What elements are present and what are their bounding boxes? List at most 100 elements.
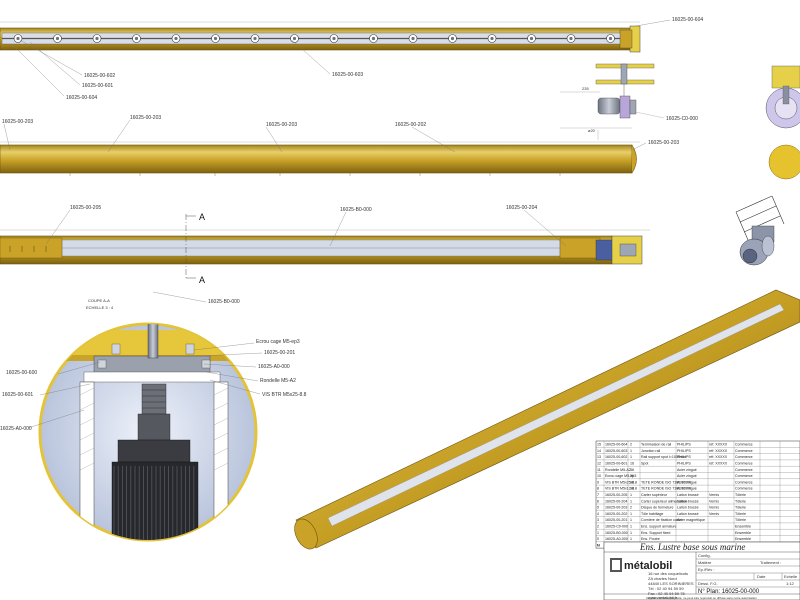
- bom-cell: Commerce: [735, 468, 753, 472]
- bom-cell: Commerce: [735, 449, 753, 453]
- company-address-2: ZA charles Nord: [648, 576, 677, 581]
- bom-cell: 16025-A0-000: [605, 537, 628, 541]
- label-section-16025-A0-000: 16025-A0-000: [258, 364, 290, 370]
- dim-235: 235: [582, 86, 589, 91]
- bom-cell: Tôlerie: [735, 512, 746, 516]
- bom-cell: 36: [630, 474, 634, 478]
- bom-cell: Terminaison de rail: [641, 443, 671, 447]
- bom-cell: 16: [630, 462, 634, 466]
- bom-cell: Acier zingué: [677, 487, 697, 491]
- bom-cell: 1: [630, 525, 632, 529]
- company-phone: Tél : 02 40 94 59 59: [648, 586, 684, 591]
- bom-cell: Rondelle M5-A2: [605, 468, 631, 472]
- leaders-view3: [45, 209, 567, 247]
- label-16025-00-205: 16025-00-205: [70, 205, 101, 211]
- bom-cell: Ens. support armature: [641, 525, 677, 529]
- bom-cell: Tôlerie: [735, 499, 746, 503]
- bom-cell: Tôle habillage: [641, 512, 663, 516]
- spot-lens: [450, 36, 455, 41]
- bom-cell: 6: [597, 499, 599, 503]
- spot-lens: [16, 36, 20, 41]
- section-line-a: [185, 214, 196, 280]
- bom-cell: Ensemble: [735, 537, 751, 541]
- bom-cell: Ensemble: [735, 525, 751, 529]
- spot-lens: [411, 36, 415, 41]
- bom-cell: Acier zingué: [677, 480, 697, 484]
- label-16025-C0-000: 16025-C0-000: [666, 116, 698, 122]
- bom-cell: 16025-B0-000: [605, 531, 628, 535]
- iso-support: [735, 195, 785, 266]
- label-section-16025-00-600: 16025-00-600: [6, 370, 37, 376]
- bom-cell: 8: [597, 487, 599, 491]
- leaders-view1: [11, 19, 671, 97]
- label-vis-btr: VIS BTR M5x25-8.8: [262, 392, 307, 398]
- label-16025-00-601: 16025-00-601: [82, 83, 113, 89]
- bom-cell: 16025-00-602: [605, 455, 627, 459]
- bom-cell: 14: [597, 449, 601, 453]
- bom-cell: 7: [597, 493, 599, 497]
- spot-lens: [292, 36, 297, 41]
- label-section-16025-00-601: 16025-00-601: [2, 392, 33, 398]
- title-block: Ens. Lustre base sous marine métalobil 1…: [603, 541, 800, 600]
- bom-cell: 1: [630, 518, 632, 522]
- bom-cell: 1: [630, 455, 632, 459]
- label-section-16025-00-201: 16025-00-201: [264, 350, 295, 356]
- label-ecrou-cage: Ecrou cage M5-ep3: [256, 339, 300, 345]
- label-16025-00-203-right: 16025-00-203: [648, 140, 679, 146]
- bom-cell: Commerce: [735, 480, 753, 484]
- bom-cell: 12: [597, 462, 601, 466]
- bom-cell: 16025-00-204: [605, 499, 627, 503]
- label-16025-00-604-top: 16025-00-604: [672, 17, 703, 23]
- bom-cell: 16025-00-203: [605, 506, 627, 510]
- bom-cell: 1: [630, 449, 632, 453]
- field-traitement: Traitement :: [760, 560, 781, 565]
- bom-cell: Commerce: [735, 443, 753, 447]
- section-a-a-detail: COUPE A-A ECHELLE 3 : 4: [0, 291, 307, 542]
- bom-cell: TETE RONDE ISO 7380 TORX: [641, 487, 692, 491]
- bom-cell: 4: [597, 512, 599, 516]
- bom-cell: 5: [597, 506, 599, 510]
- iso-tube: [294, 289, 800, 550]
- bom-cell: Spot: [641, 462, 648, 466]
- bom-cell: 0: [597, 537, 599, 541]
- bom-cell: PHILIPS: [677, 462, 691, 466]
- bom-cell: Carter supérieur alimentation: [641, 499, 687, 503]
- label-16025-00-602: 16025-00-602: [84, 73, 115, 79]
- bom-cell: Laiton brossé: [677, 493, 699, 497]
- bom-cell: 1: [630, 499, 632, 503]
- label-rondelle: Rondelle M5-A2: [260, 378, 296, 384]
- bom-cell: 1: [630, 493, 632, 497]
- heatsink-fins: [113, 466, 195, 540]
- dim-diam-20: ø20: [588, 128, 596, 133]
- bom-cell: Ens. Poutre: [641, 537, 660, 541]
- view-closed-tube: 16025-00-203 16025-00-203 16025-00-203 1…: [0, 115, 679, 176]
- bom-cell: 2: [630, 506, 632, 510]
- bom-cell: 16025-00-601: [605, 462, 627, 466]
- support-side-detail: 235 ø20 16025-C0-000: [560, 63, 698, 140]
- spot-lens: [213, 36, 218, 41]
- bom-cell: Ensemble: [735, 531, 751, 535]
- company-address-3: 44840 LES SORINIERES: [648, 581, 694, 586]
- label-16025-00-604: 16025-00-604: [66, 95, 97, 101]
- bom-cell: Acier zingué: [677, 474, 697, 478]
- end-views: [765, 65, 800, 180]
- bom-cell: Acier zingué: [677, 468, 697, 472]
- bom-cell: 16025-00-604: [605, 443, 627, 447]
- field-date: Date: [757, 574, 766, 579]
- bom-cell: Jonction rail: [641, 449, 660, 453]
- bom-cell: 36: [630, 480, 634, 484]
- label-16025-00-603: 16025-00-603: [332, 72, 363, 78]
- bom-cell: Ecrou cage M5-ep3: [605, 474, 636, 478]
- bom-cell: PHILIPS: [677, 455, 691, 459]
- bom-cell: 9: [597, 480, 599, 484]
- bom-cell: 36: [630, 487, 634, 491]
- bom-cell: VIS BTR M5x12-8.8: [605, 487, 637, 491]
- company-web: www.metalobil.fr: [648, 595, 678, 600]
- bom-cell: Tôlerie: [735, 518, 746, 522]
- spot-row: [13, 34, 615, 43]
- bom-cell: VIS BTR M5x25-8.8: [605, 480, 637, 484]
- label-16025-00-203-b: 16025-00-203: [266, 122, 297, 128]
- bom-cell: Acier magnétique: [677, 518, 705, 522]
- spot-lens: [134, 36, 139, 41]
